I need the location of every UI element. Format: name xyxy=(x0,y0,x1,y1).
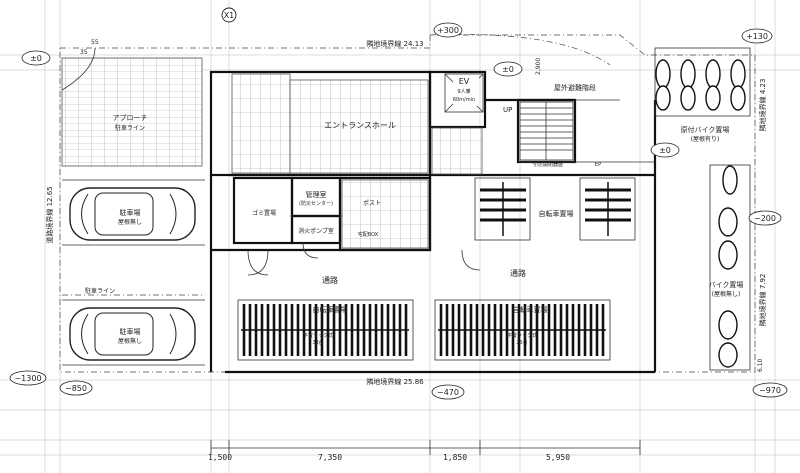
small-dim-right-a: 2,900 xyxy=(535,58,542,75)
level-top-mid: +300 xyxy=(437,26,459,35)
garbage-label: ゴミ置場 xyxy=(252,209,276,217)
pump-label: 消火ポンプ室 xyxy=(298,227,334,235)
bike-bottom-right-label: 自転車置場 xyxy=(513,305,548,314)
bike-type-left: 平置ラック式 xyxy=(303,332,333,339)
motorbike-right-sub: (屋根無し) xyxy=(712,290,741,298)
bike-rack-mid xyxy=(474,177,636,241)
boundary-top-label: 隣地境界線 24.13 xyxy=(366,39,423,48)
parking-bottom-label: 駐車場 xyxy=(120,327,141,336)
boundary-bottom-label: 隣地境界線 25.86 xyxy=(366,377,424,386)
elevator xyxy=(444,73,484,113)
outdoor-stair-label: 屋外避難階段 xyxy=(554,83,596,92)
parked-car-bottom xyxy=(69,307,196,361)
level-bottom-right: −970 xyxy=(759,386,781,395)
ev-speed: 60m/min xyxy=(453,97,475,103)
level-bottom-mid: −470 xyxy=(437,388,459,397)
boundary-right-lower-label: 隣地境界線 7.92 xyxy=(758,274,767,327)
bike-rack-left xyxy=(241,304,409,356)
paving-areas xyxy=(61,57,483,249)
motorbike-top-sub: (屋根有り) xyxy=(691,135,720,143)
bike-mid-label: 自転車置場 xyxy=(539,209,574,218)
approach-label: アプローチ xyxy=(113,114,148,122)
dimension-2: 7,350 xyxy=(318,453,342,462)
level-bike-right: ±0 xyxy=(659,146,671,155)
motorbike-right-label: バイク置場 xyxy=(709,280,744,289)
parking-top-label: 駐車場 xyxy=(120,208,141,217)
door-swings xyxy=(61,47,481,276)
building-walls xyxy=(209,47,751,374)
motorbikes-right xyxy=(718,165,738,368)
small-dim-top-left-b: 55 xyxy=(91,39,99,46)
level-top-left: ±0 xyxy=(30,54,42,63)
outdoor-stair xyxy=(519,101,574,161)
level-road: ±0 xyxy=(502,65,514,74)
management-sub: (防災センター) xyxy=(299,200,333,207)
grid-marker-label: X1 xyxy=(224,11,235,20)
door-note-label: 引込開閉器盤 xyxy=(533,161,563,168)
parking-line-label: 駐車ライン xyxy=(85,287,115,295)
up-label: UP xyxy=(503,106,512,114)
parking-top-note: 屋根無し xyxy=(118,218,142,226)
management-label: 管理室 xyxy=(306,190,327,199)
bike-rack-right xyxy=(438,304,606,356)
dimension-1: 1,500 xyxy=(208,453,232,462)
small-dim-top-left: 35 xyxy=(80,49,88,56)
bike-type-right: 平置ラック式 xyxy=(507,332,537,339)
motorbikes-top xyxy=(655,59,746,111)
delivery-box-label: 宅配BOX xyxy=(358,231,379,238)
dimension-3: 1,850 xyxy=(443,453,467,462)
entrance-hall-label: エントランスホール xyxy=(324,121,396,130)
approach-note: 駐車ライン xyxy=(115,124,145,132)
dimension-4: 5,950 xyxy=(546,453,570,462)
dimension-line xyxy=(210,440,641,455)
motorbike-top-label: 原付バイク置場 xyxy=(681,125,730,134)
grid-marker: X1 xyxy=(221,7,237,23)
mailbox-label: ポスト xyxy=(363,199,381,207)
level-top-right: +130 xyxy=(746,32,768,41)
level-bottom-left: −850 xyxy=(65,384,87,393)
level-markers: ±0 +300 +130 ±0 −1300 −850 −470 −970 −20… xyxy=(9,22,788,400)
bike-count-left: 33台 xyxy=(312,339,323,346)
parking-bottom-note: 屋根無し xyxy=(118,337,142,345)
boundary-left-label: 道路境界線 12.65 xyxy=(45,186,54,243)
passage-right-label: 通路 xyxy=(510,268,526,278)
level-left-lower: −1300 xyxy=(14,374,41,383)
passage-left-label: 通路 xyxy=(322,275,338,285)
boundary-right-upper-label: 隣地境界線 4.23 xyxy=(758,79,767,132)
ev-spec: 9人乗 xyxy=(457,88,470,95)
ep-label: EP xyxy=(595,162,601,168)
small-dim-right-b: 6.10 xyxy=(757,358,764,372)
ev-label: EV xyxy=(459,77,470,86)
bike-count-right: 25台 xyxy=(516,339,527,346)
bike-bottom-left-label: 自転車置場 xyxy=(313,305,348,314)
level-right-mid: −200 xyxy=(754,214,776,223)
parked-car-top xyxy=(69,187,196,241)
